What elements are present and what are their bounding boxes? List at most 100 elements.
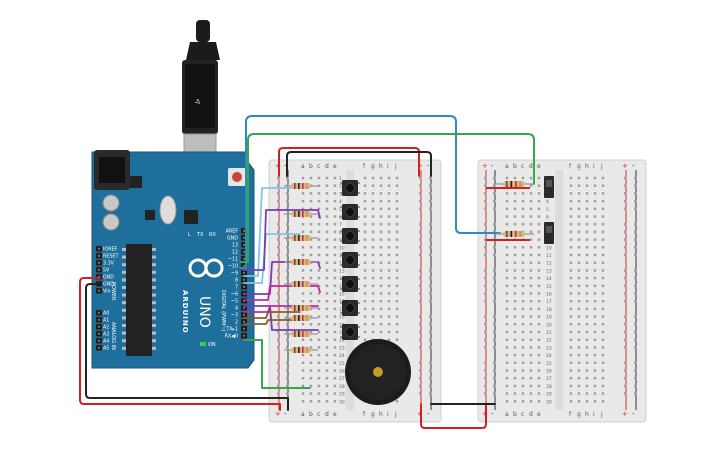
breadboard-hole	[419, 176, 422, 180]
breadboard-hole	[537, 353, 541, 357]
breadboard-hole	[309, 377, 313, 380]
breadboard-hole	[286, 330, 289, 334]
breadboard-hole	[387, 215, 391, 218]
breadboard-hole	[309, 269, 313, 272]
breadboard-hole	[505, 369, 509, 372]
slide-switch-2[interactable]	[544, 222, 554, 244]
breadboard-hole	[325, 300, 329, 303]
row-number: 11	[546, 253, 552, 259]
breadboard-hole	[379, 176, 383, 180]
breadboard-hole	[301, 369, 305, 372]
breadboard-hole	[325, 284, 329, 287]
breadboard-hole	[277, 184, 280, 187]
breadboard-hole	[601, 377, 605, 380]
breadboard-hole	[634, 176, 637, 180]
breadboard-hole	[577, 369, 581, 372]
breadboard-hole	[593, 276, 597, 280]
breadboard-hole	[505, 400, 509, 403]
breadboard-hole	[569, 292, 573, 295]
breadboard-hole	[585, 392, 589, 395]
breadboard-hole	[301, 192, 305, 195]
breadboard-hole	[419, 230, 422, 234]
breadboard-hole	[333, 246, 337, 249]
slide-switch-1[interactable]	[544, 176, 554, 198]
arduino-uno-board: ⭟ ARDUINO UNO L TX RX ON	[91, 20, 255, 369]
breadboard-hole	[333, 292, 337, 295]
wire-black-gnd	[85, 283, 289, 411]
breadboard-hole	[379, 330, 383, 334]
breadboard-hole	[505, 300, 509, 303]
breadboard-hole	[317, 223, 321, 226]
breadboard-hole	[363, 207, 367, 210]
breadboard-hole	[569, 284, 573, 287]
rail-sign: -	[427, 162, 430, 170]
breadboard-hole	[593, 199, 597, 203]
row-number: 18	[339, 307, 345, 313]
breadboard-hole	[569, 392, 573, 395]
breadboard-hole	[387, 184, 391, 187]
breadboard-hole	[593, 253, 597, 257]
breadboard-hole	[419, 346, 422, 349]
breadboard-hole	[484, 238, 487, 241]
breadboard-hole	[521, 330, 525, 334]
breadboard-hole	[601, 330, 605, 334]
breadboard-hole	[505, 176, 509, 180]
breadboard-hole	[537, 284, 541, 287]
breadboard-hole	[309, 307, 313, 311]
breadboard-hole	[317, 246, 321, 249]
column-letter: a	[301, 163, 305, 170]
breadboard-hole	[529, 253, 533, 257]
breadboard-hole	[379, 323, 383, 326]
breadboard-hole	[521, 392, 525, 395]
breadboard-hole	[429, 377, 432, 380]
breadboard-hole	[493, 369, 496, 372]
breadboard-hole	[419, 300, 422, 303]
breadboard-hole	[521, 361, 525, 364]
breadboard-hole	[593, 307, 597, 311]
breadboard-hole	[529, 346, 533, 349]
rail-sign: -	[427, 410, 430, 418]
breadboard-hole	[395, 246, 399, 249]
breadboard-hole	[513, 215, 517, 218]
breadboard-hole	[387, 246, 391, 249]
breadboard-hole	[325, 353, 329, 357]
breadboard-hole	[521, 292, 525, 295]
breadboard-hole	[569, 207, 573, 210]
breadboard-hole	[419, 361, 422, 364]
wire-purple-3	[243, 305, 319, 331]
breadboard-hole	[333, 400, 337, 403]
wire-red-bridge	[420, 403, 487, 429]
breadboard-hole	[429, 361, 432, 364]
breadboard-hole	[387, 176, 391, 180]
breadboard-hole	[379, 315, 383, 318]
breadboard-hole	[277, 199, 280, 203]
row-number: 27	[546, 376, 552, 382]
header-pin-label: GND	[227, 236, 238, 242]
breadboard-hole	[505, 323, 509, 326]
breadboard-hole	[537, 392, 541, 395]
breadboard-hole	[301, 300, 305, 303]
breadboard-hole	[601, 307, 605, 311]
breadboard-hole	[309, 215, 313, 218]
header-pin-label: ~9	[231, 271, 238, 277]
column-letter: e	[333, 411, 337, 418]
usb-icon: ⭟	[192, 99, 203, 104]
breadboard-hole	[371, 276, 375, 280]
breadboard-hole	[333, 192, 337, 195]
breadboard-hole	[277, 292, 280, 295]
breadboard-hole	[309, 346, 313, 349]
breadboard-hole	[601, 400, 605, 403]
breadboard-hole	[569, 323, 573, 326]
breadboard-hole	[429, 199, 432, 203]
breadboard-hole	[277, 207, 280, 210]
atmega-chip	[126, 244, 152, 356]
breadboard-hole	[601, 384, 605, 388]
breadboard-hole	[317, 330, 321, 334]
breadboard-hole	[577, 207, 581, 210]
breadboard-hole	[379, 238, 383, 241]
breadboard-hole	[529, 261, 533, 264]
breadboard-hole	[379, 199, 383, 203]
breadboard-hole	[395, 199, 399, 203]
breadboard-hole	[379, 261, 383, 264]
breadboard-hole	[585, 199, 589, 203]
